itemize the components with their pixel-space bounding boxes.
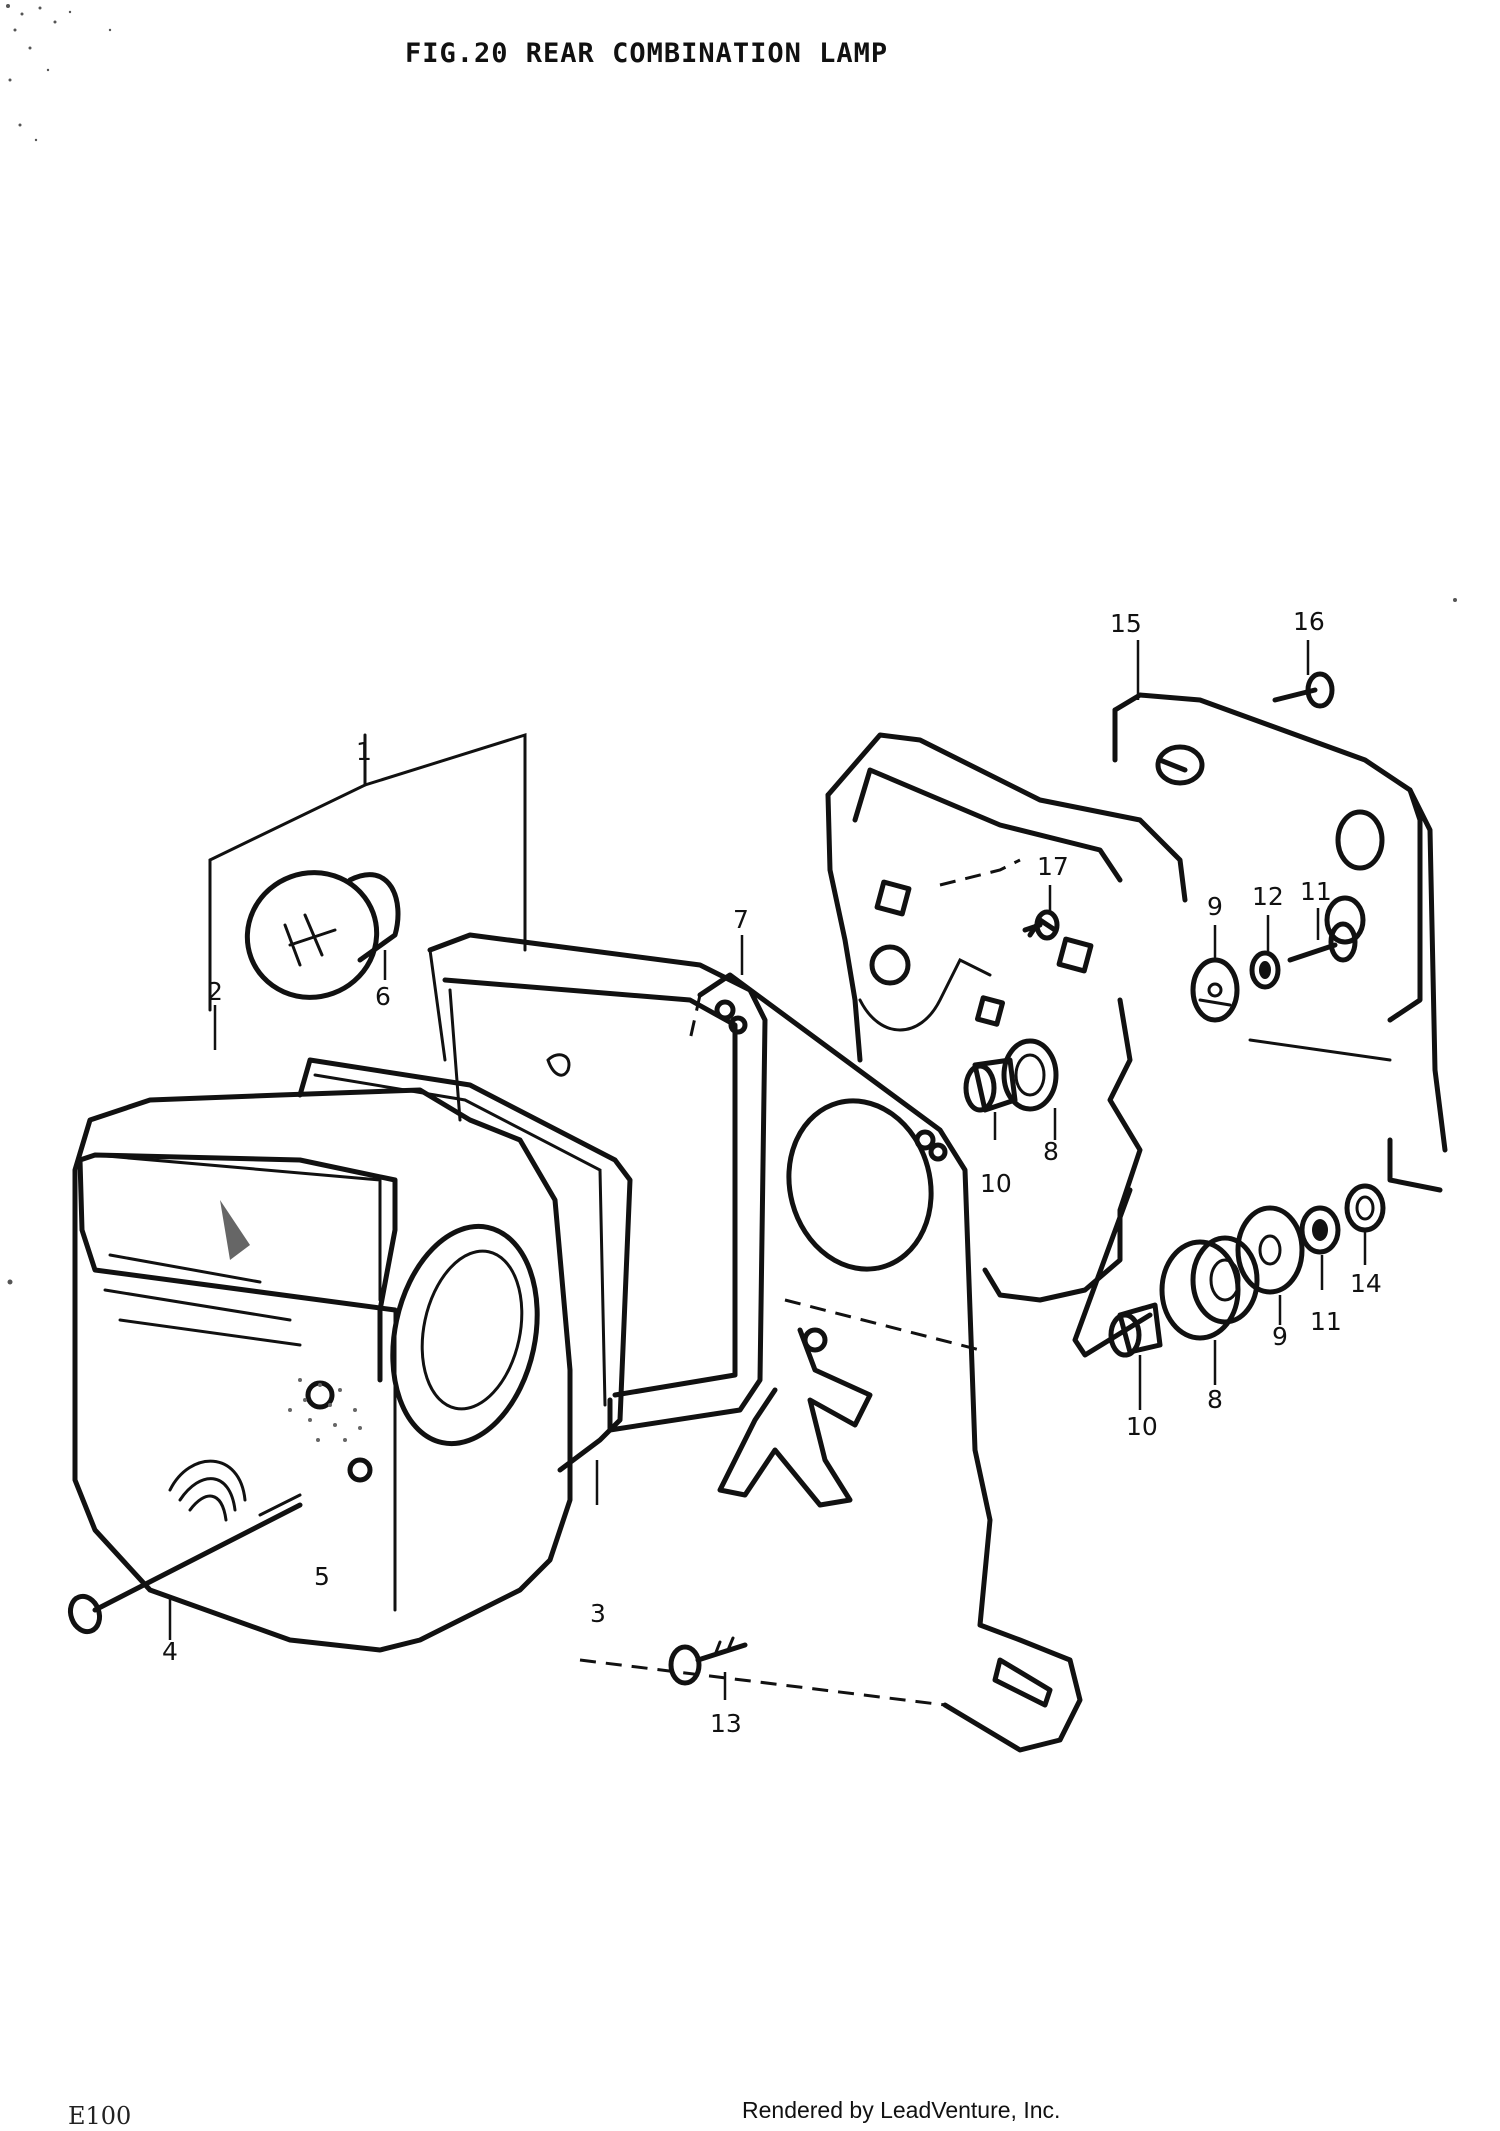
callout-11b: 11 [1310, 1307, 1342, 1336]
callout-5: 5 [314, 1562, 330, 1591]
callout-17: 17 [1037, 852, 1069, 881]
mounting-plate-7 [579, 972, 1083, 1753]
callout-9a: 9 [1207, 892, 1223, 921]
callout-13: 13 [710, 1709, 742, 1738]
lens-cover-2 [427, 932, 768, 1433]
screw-16 [1272, 671, 1335, 709]
figure-title: FIG.20 REAR COMBINATION LAMP [405, 38, 889, 69]
washer-9-upper [1190, 957, 1240, 1023]
screw-17 [1022, 909, 1060, 941]
washer-11-lower [1299, 1205, 1341, 1255]
callout-11a: 11 [1300, 877, 1332, 906]
callout-16: 16 [1293, 607, 1325, 636]
callout-1: 1 [356, 737, 372, 766]
callout-3: 3 [590, 1599, 606, 1628]
callout-2: 2 [207, 977, 223, 1006]
callout-8a: 8 [1043, 1137, 1059, 1166]
washer-9-lower [1235, 1205, 1305, 1295]
grommet-8-lower [1159, 1235, 1260, 1341]
callout-7: 7 [733, 905, 749, 934]
render-credit: Rendered by LeadVenture, Inc. [742, 2097, 1061, 2123]
gasket-3 [297, 1057, 633, 1473]
callout-15: 15 [1110, 609, 1142, 638]
callout-6: 6 [375, 982, 391, 1011]
bulb-6 [244, 870, 401, 1000]
rear-cover-15 [1112, 692, 1448, 1193]
assembly-bracket-1 [208, 732, 527, 1012]
grommet-8-upper [1001, 1038, 1059, 1112]
lamp-housing [72, 1087, 573, 1653]
bolt-11-upper [1287, 921, 1358, 963]
callout-labels: 1 2 3 4 5 6 7 8 8 9 9 10 10 11 11 12 13 … [162, 607, 1382, 1738]
callout-10b: 10 [1126, 1412, 1158, 1441]
leader-lines [168, 640, 1367, 1700]
scan-noise [6, 4, 1457, 1285]
callout-14: 14 [1350, 1269, 1382, 1298]
lamp-bracket-frame [825, 732, 1188, 1358]
callout-12: 12 [1252, 882, 1284, 911]
callout-9b: 9 [1272, 1322, 1288, 1351]
screw-13 [668, 1636, 748, 1686]
nut-14 [1344, 1183, 1386, 1233]
collar-10-lower [1108, 1302, 1163, 1358]
callout-8b: 8 [1207, 1385, 1223, 1414]
nut-12 [1249, 950, 1281, 990]
page-code: E100 [68, 2102, 132, 2130]
screw-4 [67, 1493, 303, 1635]
callout-4: 4 [162, 1637, 178, 1666]
collar-10-upper [963, 1057, 1018, 1113]
callout-10a: 10 [980, 1169, 1012, 1198]
